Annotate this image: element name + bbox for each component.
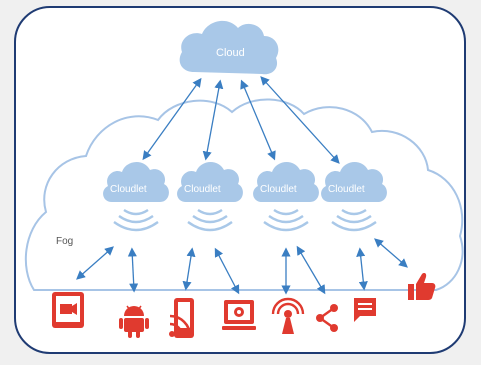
cloudlet-device-arrow	[182, 247, 196, 291]
cloud-node: Cloud	[179, 20, 279, 75]
cloudlet-shape	[253, 161, 319, 202]
cloud-cloudlet-arrow	[202, 79, 224, 161]
cloud-cloudlet-arrow	[260, 76, 340, 164]
cloudlet-node: Cloudlet	[103, 161, 169, 232]
fog-cloud-outline	[24, 98, 464, 291]
diagram-panel: Fog Cloud Cloudlet	[14, 6, 466, 354]
cloudlet-device-arrow	[296, 245, 326, 295]
cloudlet-shape	[103, 161, 169, 202]
fog-computing-diagram: Fog Cloud Cloudlet	[24, 20, 464, 338]
cloudlet-node: Cloudlet	[177, 161, 243, 232]
cloudlet-label: Cloudlet	[110, 184, 147, 195]
antenna-icon	[271, 297, 305, 334]
cloud-cloudlet-arrow	[142, 77, 202, 161]
laptop-camera-icon	[222, 300, 256, 330]
cloudlet-node: Cloudlet	[253, 161, 319, 232]
chat-bubble-icon	[354, 298, 376, 322]
wireless-signal-icon	[187, 208, 233, 232]
cloudlet-device-arrow	[374, 238, 408, 268]
cloud-cloudlet-arrow	[240, 79, 276, 161]
thumbs-up-icon	[408, 273, 436, 300]
cloudlet-label: Cloudlet	[184, 184, 221, 195]
cloudlet-label: Cloudlet	[260, 184, 297, 195]
cloudlet-device-arrow	[127, 247, 139, 293]
cloudlet-device-arrow	[214, 247, 240, 295]
cloud-shape	[179, 20, 279, 75]
fog-label: Fog	[56, 236, 73, 247]
cloud-label: Cloud	[216, 47, 245, 59]
wireless-signal-icon	[331, 208, 377, 232]
android-icon	[119, 305, 149, 338]
cloudlet-node: Cloudlet	[321, 161, 387, 232]
wireless-signal-icon	[113, 208, 159, 232]
share-icon	[316, 304, 338, 332]
wireless-signal-icon	[263, 208, 309, 232]
phone-wireless-icon	[169, 298, 194, 338]
cloudlet-device-arrow	[76, 246, 114, 280]
cloudlet-shape	[177, 161, 243, 202]
cloudlet-label: Cloudlet	[328, 184, 365, 195]
cloudlet-device-arrow	[356, 247, 368, 291]
cloudlet-shape	[321, 161, 387, 202]
tablet-video-icon	[52, 292, 84, 328]
